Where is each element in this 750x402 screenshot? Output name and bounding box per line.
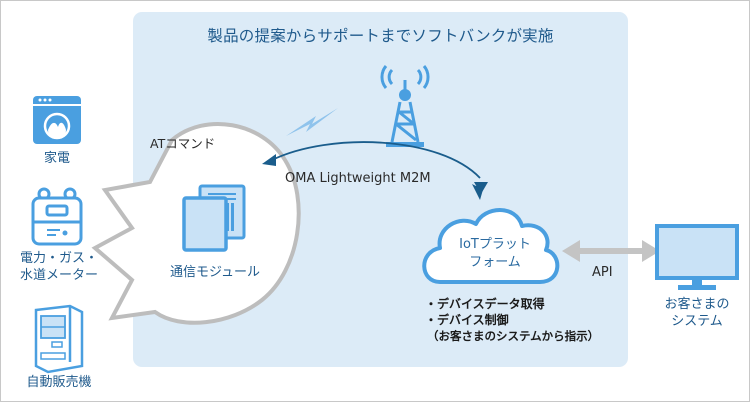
platform-label-line2: フォーム xyxy=(469,255,521,270)
platform-label-line1: IoTプラット xyxy=(459,237,531,252)
platform-feature: ・デバイスデータ取得 xyxy=(425,297,545,311)
utility-meter-icon xyxy=(31,187,83,246)
communication-module-icon xyxy=(182,184,246,252)
device-label-meter-line2: 水道メーター xyxy=(19,268,98,283)
platform-feature: ・デバイス制御 xyxy=(425,313,509,327)
api-arrow xyxy=(562,240,660,262)
at-command-label: ATコマンド xyxy=(150,136,216,151)
customer-system-label-line1: お客さまの xyxy=(664,297,730,312)
customer-system-label-line2: システム xyxy=(671,314,723,329)
platform-feature: （お客さまのシステムから指示） xyxy=(427,329,600,343)
device-label-meter-line1: 電力・ガス・ xyxy=(19,251,98,266)
iot-platform-cloud xyxy=(422,208,560,284)
device-label-vending: 自動販売機 xyxy=(26,375,92,390)
device-label-appliance: 家電 xyxy=(43,151,70,166)
vending-machine-icon xyxy=(34,304,84,374)
diagram-title: 製品の提案からサポートまでソフトバンクが実施 xyxy=(207,27,554,45)
m2m-arrow xyxy=(262,141,488,200)
monitor-icon xyxy=(655,224,739,290)
api-label: API xyxy=(592,265,613,280)
module-label: 通信モジュール xyxy=(169,265,261,280)
wireless-signal-icon xyxy=(286,108,338,136)
cell-tower-icon xyxy=(380,65,430,147)
protocol-label: OMA Lightweight M2M xyxy=(285,171,431,186)
washing-machine-icon xyxy=(33,96,81,144)
